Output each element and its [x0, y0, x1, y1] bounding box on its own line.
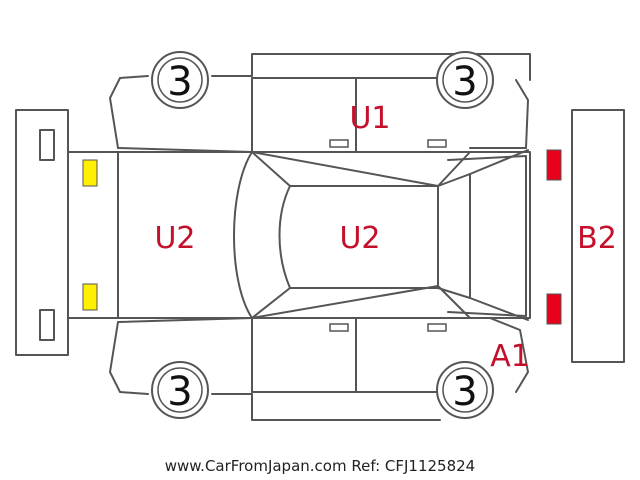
wheel-label: 3 [452, 369, 477, 415]
wheel-front-left: 3 [151, 51, 209, 109]
damage-code-rear: B2 [577, 221, 617, 256]
car-body-top-view [67, 149, 531, 321]
damage-code-roof: U1 [349, 101, 390, 136]
rear-bumper [571, 109, 625, 363]
rear-marker-top [546, 149, 562, 181]
wheel-label: 3 [167, 369, 192, 415]
wheel-rear-left: 3 [436, 51, 494, 109]
rear-marker-bottom [546, 293, 562, 325]
watermark-footer: www.CarFromJapan.com Ref: CFJ1125824 [164, 457, 476, 475]
upper-side-profile [109, 53, 531, 153]
damage-code-rear-side: A1 [490, 339, 530, 374]
wheel-rear-right: 3 [436, 361, 494, 419]
wheel-front-right: 3 [151, 361, 209, 419]
damage-code-hood: U2 [154, 221, 195, 256]
front-bumper [15, 109, 69, 356]
front-marker-top [82, 159, 98, 187]
damage-code-cabin: U2 [339, 221, 380, 256]
wheel-label: 3 [452, 59, 477, 105]
front-marker-bottom [82, 283, 98, 311]
wheel-label: 3 [167, 59, 192, 105]
